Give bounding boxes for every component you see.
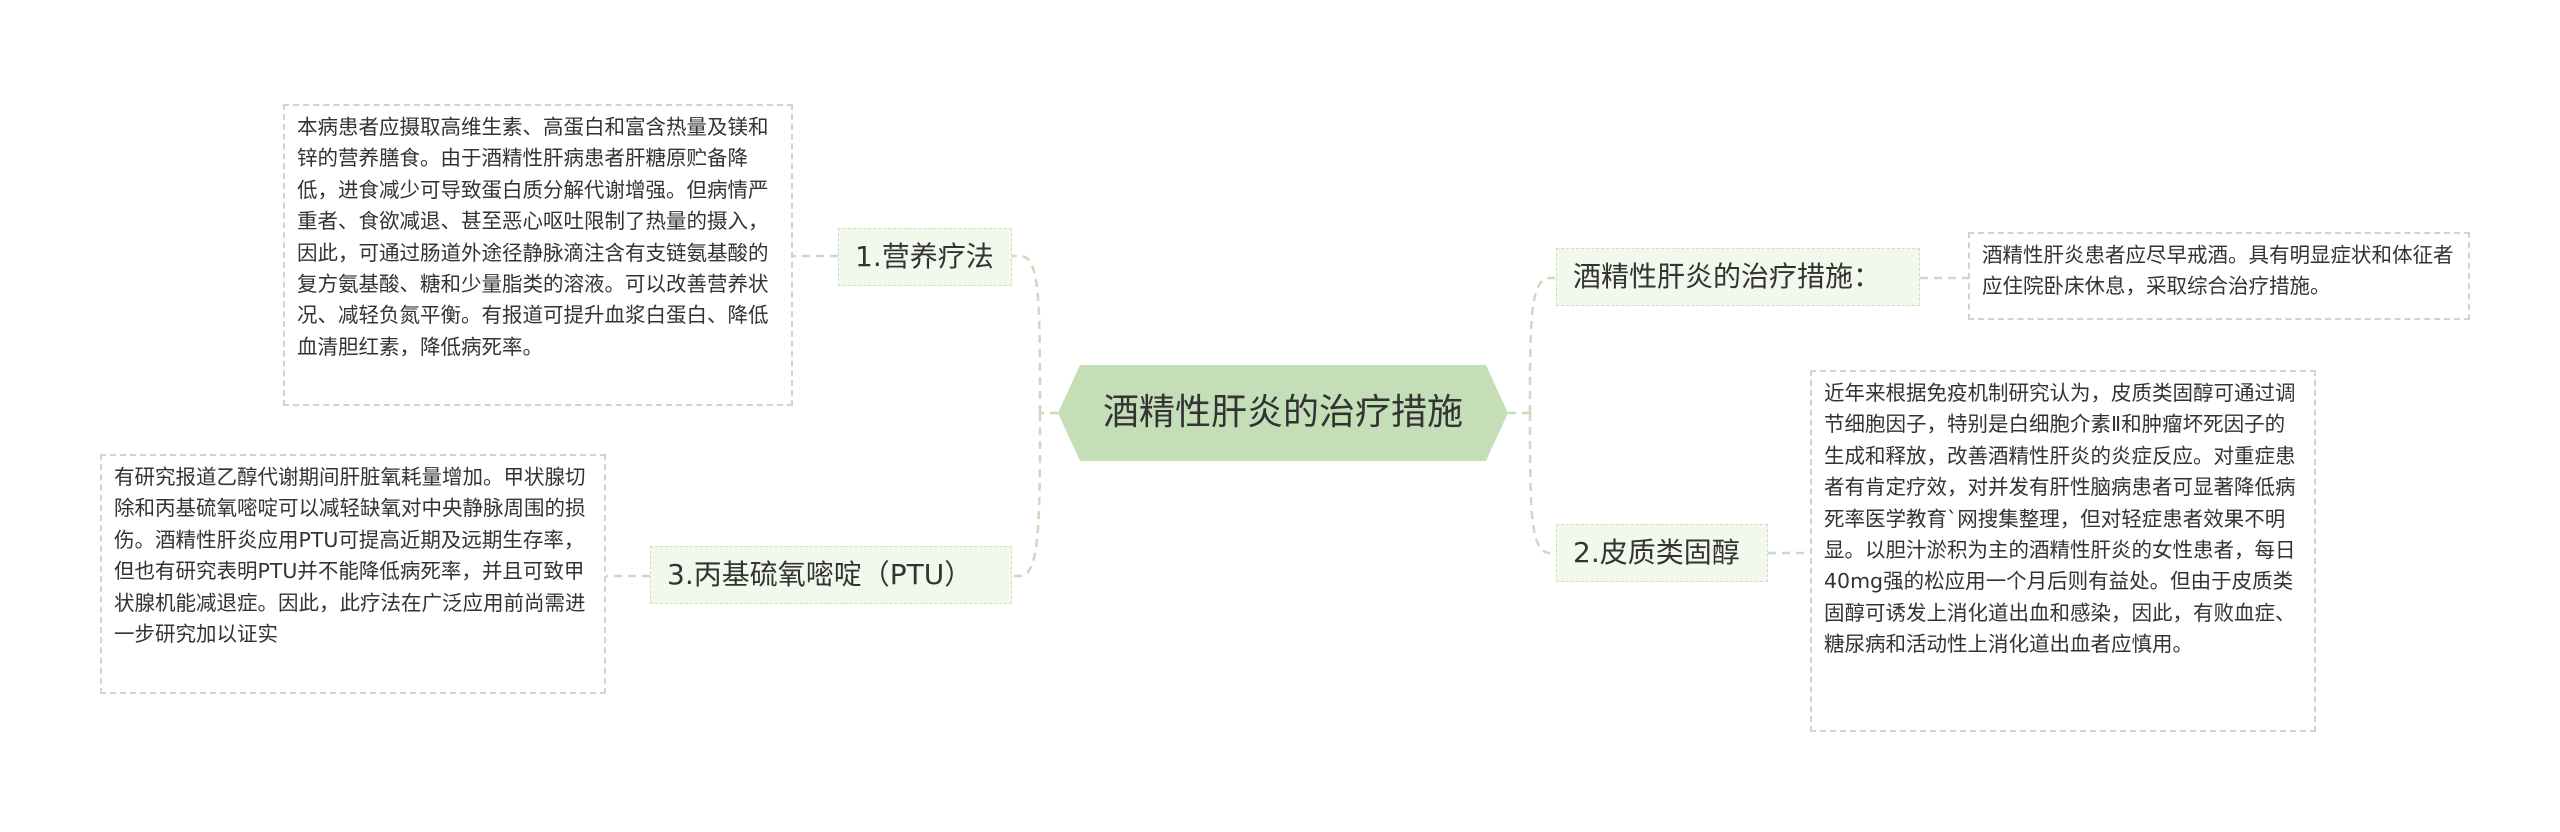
branch-measures-label: 酒精性肝炎的治疗措施： [1573, 260, 1882, 293]
detail-nutrition-text: 本病患者应摄取高维生素、高蛋白和富含热量及镁和锌的营养膳食。由于酒精性肝病患者肝… [297, 115, 769, 359]
connector-to-steroid [1528, 412, 1556, 555]
branch-nutrition-therapy[interactable]: 1.营养疗法 [838, 228, 1012, 286]
connector-to-ptu [1012, 412, 1042, 578]
detail-ptu-text: 有研究报道乙醇代谢期间肝脏氧耗量增加。甲状腺切除和丙基硫氧嘧啶可以减轻缺氧对中央… [114, 465, 586, 647]
branch-steroid-label: 2.皮质类固醇 [1573, 536, 1740, 569]
connector-to-nutrition [1012, 254, 1042, 414]
detail-treatment-measures[interactable]: 酒精性肝炎患者应尽早戒酒。具有明显症状和体征者应住院卧床休息，采取综合治疗措施。 [1968, 232, 2470, 320]
branch-ptu-label: 3.丙基硫氧嘧啶（PTU） [667, 558, 973, 591]
detail-nutrition-therapy[interactable]: 本病患者应摄取高维生素、高蛋白和富含热量及镁和锌的营养膳食。由于酒精性肝病患者肝… [283, 104, 793, 406]
detail-ptu[interactable]: 有研究报道乙醇代谢期间肝脏氧耗量增加。甲状腺切除和丙基硫氧嘧啶可以减轻缺氧对中央… [100, 454, 606, 694]
central-topic-label: 酒精性肝炎的治疗措施 [1102, 392, 1463, 433]
branch-corticosteroids[interactable]: 2.皮质类固醇 [1556, 524, 1768, 582]
branch-nutrition-label: 1.营养疗法 [855, 240, 994, 273]
detail-steroid-text: 近年来根据免疫机制研究认为，皮质类固醇可通过调节细胞因子，特别是白细胞介素Ⅱ和肿… [1824, 381, 2296, 657]
branch-treatment-measures[interactable]: 酒精性肝炎的治疗措施： [1556, 248, 1920, 306]
detail-measures-text: 酒精性肝炎患者应尽早戒酒。具有明显症状和体征者应住院卧床休息，采取综合治疗措施。 [1982, 243, 2454, 299]
central-hexagon-shape [1058, 365, 1508, 461]
central-topic[interactable]: 酒精性肝炎的治疗措施 [1058, 365, 1508, 461]
connector-to-measures [1528, 276, 1556, 414]
branch-ptu[interactable]: 3.丙基硫氧嘧啶（PTU） [650, 546, 1012, 604]
detail-corticosteroids[interactable]: 近年来根据免疫机制研究认为，皮质类固醇可通过调节细胞因子，特别是白细胞介素Ⅱ和肿… [1810, 370, 2316, 732]
